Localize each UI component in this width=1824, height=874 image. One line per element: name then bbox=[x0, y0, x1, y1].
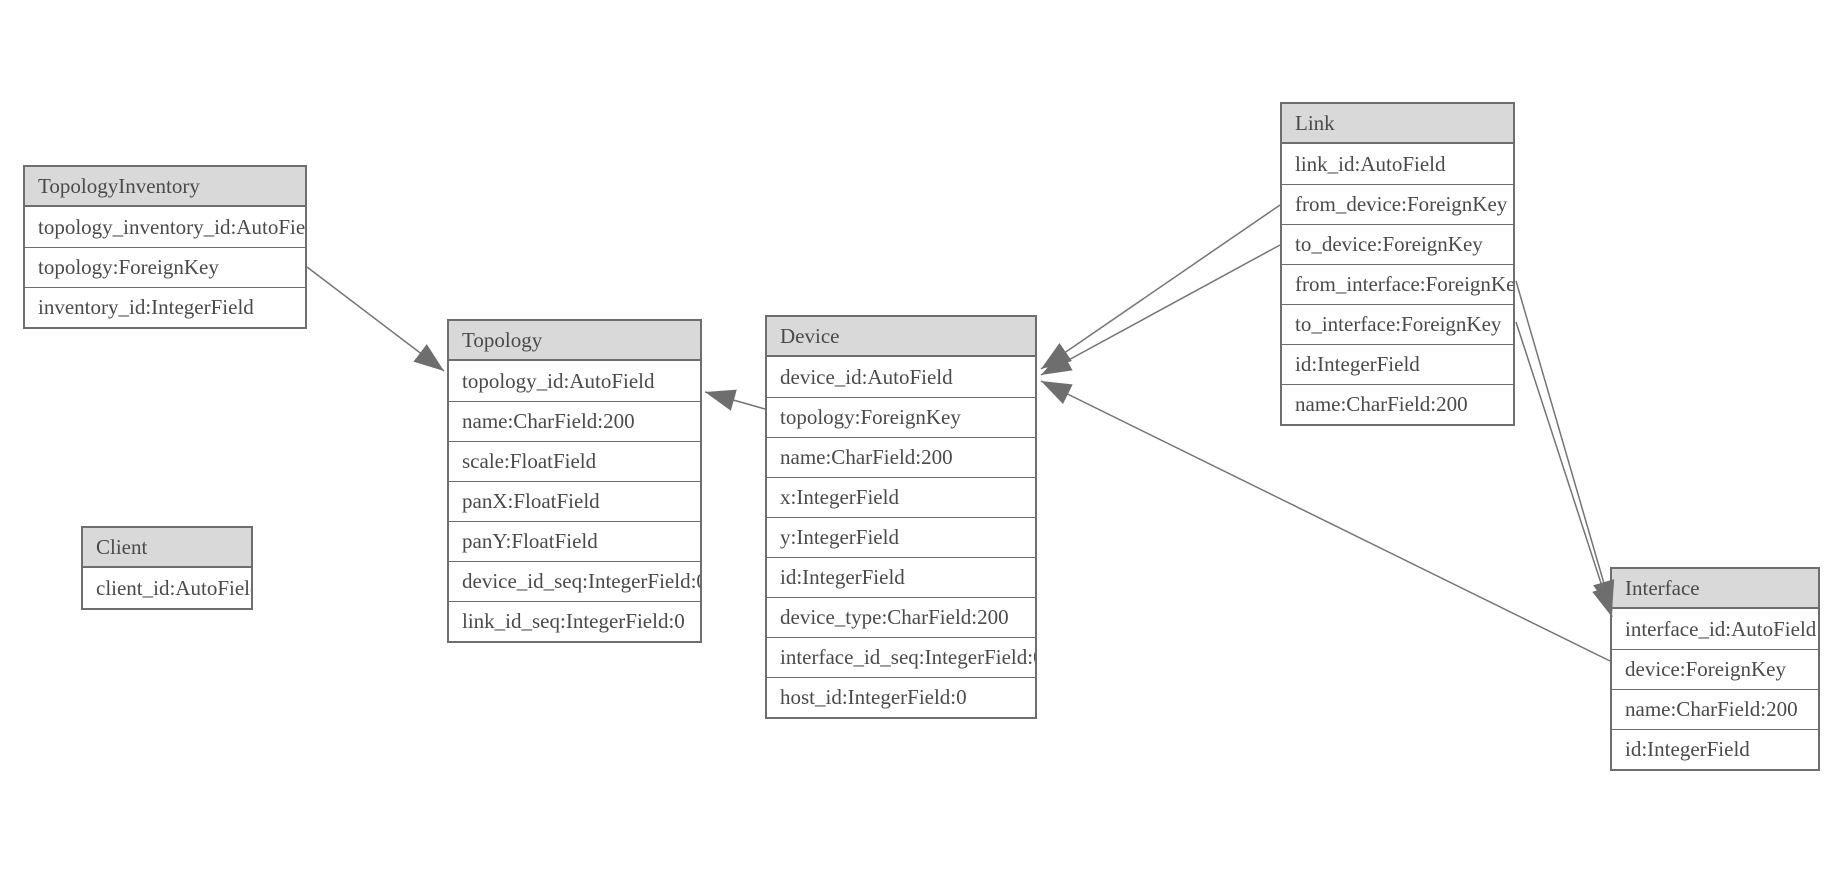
field-row: topology_id:AutoField bbox=[449, 361, 700, 401]
field-row: y:IntegerField bbox=[767, 517, 1035, 557]
relation-link-tointerface-interface bbox=[1515, 321, 1614, 618]
field-row: id:IntegerField bbox=[1282, 344, 1513, 384]
relation-link-fromdevice-device bbox=[1040, 204, 1281, 370]
field-row: client_id:AutoField bbox=[83, 568, 251, 608]
field-row: name:CharField:200 bbox=[767, 437, 1035, 477]
field-row: device_id_seq:IntegerField:0 bbox=[449, 561, 700, 601]
field-row: link_id_seq:IntegerField:0 bbox=[449, 601, 700, 641]
field-row: interface_id_seq:IntegerField:0 bbox=[767, 637, 1035, 677]
entity-title-device: Device bbox=[767, 317, 1035, 357]
entity-title-client: Client bbox=[83, 528, 251, 568]
field-row: link_id:AutoField bbox=[1282, 144, 1513, 184]
relation-link-todevice-device bbox=[1040, 244, 1281, 376]
field-row: name:CharField:200 bbox=[449, 401, 700, 441]
field-row: inventory_id:IntegerField bbox=[25, 287, 305, 327]
field-row: device:ForeignKey bbox=[1612, 649, 1818, 689]
field-row: topology:ForeignKey bbox=[25, 247, 305, 287]
relation-topologyinventory-topology bbox=[306, 266, 445, 372]
field-row: scale:FloatField bbox=[449, 441, 700, 481]
field-row: id:IntegerField bbox=[1612, 729, 1818, 769]
field-row: x:IntegerField bbox=[767, 477, 1035, 517]
relation-link-frominterface-interface bbox=[1515, 280, 1615, 612]
field-row: name:CharField:200 bbox=[1612, 689, 1818, 729]
field-row: panY:FloatField bbox=[449, 521, 700, 561]
field-row: topology_inventory_id:AutoField bbox=[25, 207, 305, 247]
entity-title-interface: Interface bbox=[1612, 569, 1818, 609]
relation-device-topology bbox=[704, 389, 766, 411]
entity-title-topology: Topology bbox=[449, 321, 700, 361]
field-row: name:CharField:200 bbox=[1282, 384, 1513, 424]
entity-title-link: Link bbox=[1282, 104, 1513, 144]
field-row: to_interface:ForeignKey bbox=[1282, 304, 1513, 344]
field-row: host_id:IntegerField:0 bbox=[767, 677, 1035, 717]
field-row: id:IntegerField bbox=[767, 557, 1035, 597]
field-row: interface_id:AutoField bbox=[1612, 609, 1818, 649]
field-row: panX:FloatField bbox=[449, 481, 700, 521]
field-row: from_interface:ForeignKey bbox=[1282, 264, 1513, 304]
field-row: from_device:ForeignKey bbox=[1282, 184, 1513, 224]
field-row: to_device:ForeignKey bbox=[1282, 224, 1513, 264]
field-row: topology:ForeignKey bbox=[767, 397, 1035, 437]
entity-title-topology-inventory: TopologyInventory bbox=[25, 167, 305, 207]
field-row: device_id:AutoField bbox=[767, 357, 1035, 397]
field-row: device_type:CharField:200 bbox=[767, 597, 1035, 637]
